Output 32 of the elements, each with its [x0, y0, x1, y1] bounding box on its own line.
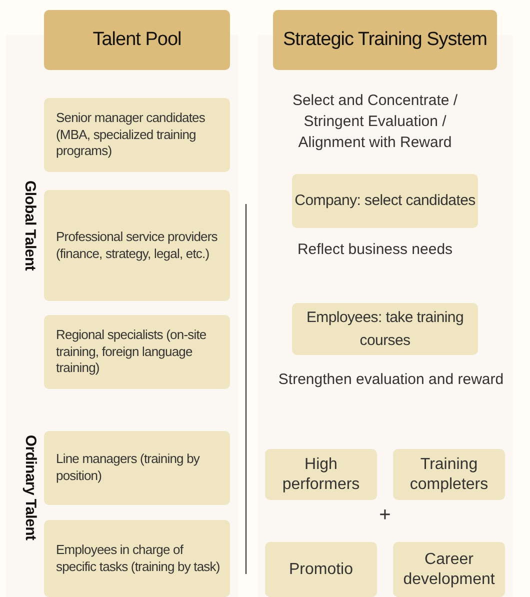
talent-box — [44, 520, 230, 597]
group-label: Ordinary Talent — [22, 434, 38, 540]
box-text: Professional service providers (finance, strategy, legal, etc.) — [56, 228, 218, 262]
process-box — [292, 303, 478, 355]
box-text: Career development — [402, 550, 496, 589]
box-text: High performers — [281, 455, 361, 494]
outcome-box — [265, 542, 377, 597]
box-text: Regional specialists (on-site training, foreign language training) — [56, 326, 208, 378]
box-text: Employees: take training courses — [305, 308, 465, 351]
group-label: Global Talent — [22, 180, 38, 270]
box-text: Employees in charge of specific tasks (training by task) — [56, 542, 221, 576]
outcome-box — [393, 449, 505, 500]
box-text: Promotio — [288, 560, 354, 580]
box-text: Training completers — [408, 455, 490, 494]
plus-sign: + — [378, 505, 392, 525]
outcome-box — [393, 542, 505, 597]
note-text: Strengthen evaluation and reward — [277, 370, 505, 390]
box-text: Line managers (training by position) — [56, 451, 201, 485]
box-text: Talent Pool — [92, 29, 182, 51]
note-text: Reflect business needs — [296, 240, 454, 260]
header-box — [44, 10, 230, 70]
header-box — [273, 10, 497, 70]
note-text: Select and Concentrate / Stringent Evaluation / Alignment with Reward — [291, 91, 459, 153]
process-box — [292, 174, 478, 228]
box-text: Company: select candidates — [294, 191, 476, 212]
box-text: Senior manager candidates (MBA, specialized training programs) — [56, 110, 206, 160]
talent-box — [44, 315, 230, 389]
outcome-box — [265, 449, 377, 500]
talent-box — [44, 431, 230, 505]
box-text: Strategic Training System — [283, 29, 487, 51]
talent-box — [44, 98, 230, 172]
talent-box — [44, 190, 230, 301]
